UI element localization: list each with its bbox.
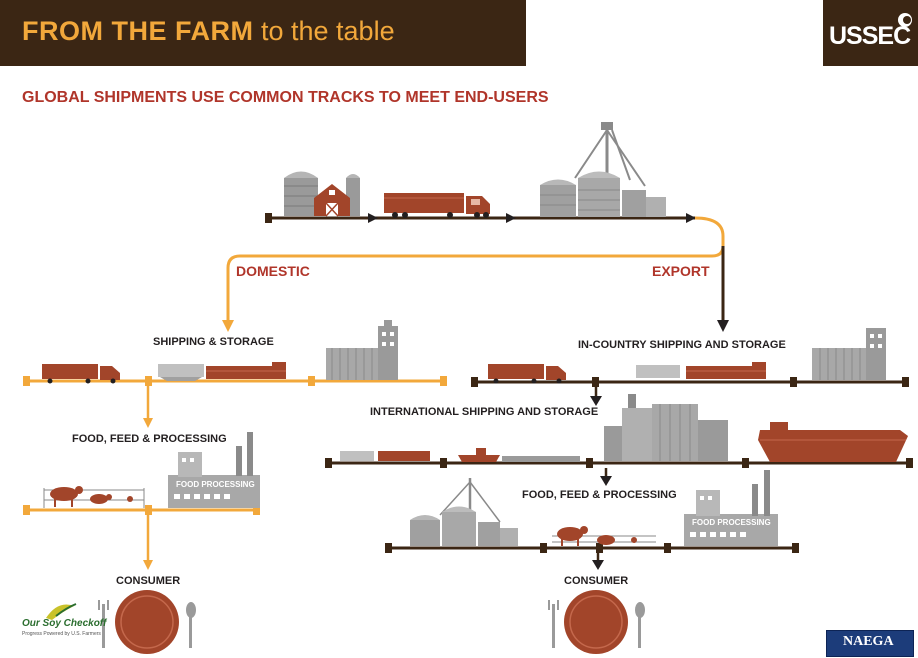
- export-livestock-icon: [552, 526, 656, 546]
- domestic-consumer-label: CONSUMER: [116, 575, 180, 587]
- export-elevator-icon: [812, 328, 886, 380]
- header-title-light: to the table: [253, 16, 395, 46]
- barge-icon: [458, 448, 580, 462]
- domestic-shipping-label: SHIPPING & STORAGE: [153, 336, 274, 348]
- header-title: FROM THE FARM to the table: [22, 16, 395, 47]
- export-processing-connector: [600, 468, 612, 486]
- export-plate-icon: [548, 590, 645, 654]
- domestic-down-connector: [143, 386, 153, 428]
- port-terminal-icon: [604, 394, 728, 461]
- domestic-livestock-icon: [43, 486, 145, 508]
- export-consumer-label: CONSUMER: [564, 575, 628, 587]
- subtitle: GLOBAL SHIPMENTS USE COMMON TRACKS TO ME…: [22, 89, 549, 106]
- domestic-shipping-track: [23, 376, 447, 386]
- grain-elevator-icon: [540, 122, 666, 217]
- export-factory-sign: FOOD PROCESSING: [692, 518, 771, 527]
- export-intl-train-icon: [340, 451, 430, 461]
- export-processing-track: [385, 543, 799, 553]
- checkoff-logo-icon: [46, 603, 77, 620]
- domestic-truck-icon: [42, 364, 120, 384]
- export-factory-icon: FOOD PROCESSING: [684, 470, 778, 546]
- export-truck-icon: [488, 364, 566, 384]
- checkoff-logo-text: Our Soy Checkoff: [22, 618, 107, 629]
- ussec-logo: USSEC: [823, 0, 918, 66]
- export-international-label: INTERNATIONAL SHIPPING AND STORAGE: [370, 406, 598, 418]
- domestic-processing-track: [23, 505, 260, 515]
- domestic-processing-label: FOOD, FEED & PROCESSING: [72, 433, 227, 445]
- semi-truck-icon: [384, 193, 490, 218]
- export-processing-label: FOOD, FEED & PROCESSING: [522, 489, 677, 501]
- export-in-country-track: [471, 377, 909, 387]
- export-train-icon: [636, 362, 766, 379]
- farm-silo-icon: [284, 171, 360, 216]
- barn-icon: [314, 184, 350, 217]
- domestic-plate-icon: [98, 590, 196, 654]
- export-label: EXPORT: [652, 263, 710, 279]
- branch-connector: [222, 216, 729, 332]
- export-in-country-label: IN-COUNTRY SHIPPING AND STORAGE: [578, 339, 786, 351]
- header-title-bold: FROM THE FARM: [22, 16, 254, 46]
- soybean-logo-icon: [898, 13, 912, 27]
- domestic-train-icon: [158, 362, 286, 381]
- export-intl-connector: [590, 387, 602, 406]
- domestic-consumer-connector: [143, 515, 153, 570]
- domestic-elevator-icon: [326, 320, 398, 380]
- domestic-factory-sign: FOOD PROCESSING: [176, 480, 255, 489]
- export-international-track: [325, 458, 913, 468]
- export-consumer-connector: [592, 553, 604, 570]
- naega-logo-text: NAEGA: [843, 634, 894, 649]
- header-bar: FROM THE FARM to the table: [0, 0, 526, 66]
- farm-track: [265, 213, 696, 223]
- naega-logo: NAEGA: [826, 630, 914, 657]
- domestic-factory-icon: FOOD PROCESSING: [168, 432, 260, 508]
- domestic-label: DOMESTIC: [236, 263, 310, 279]
- export-elevator-complex-icon: [410, 478, 518, 546]
- ussec-logo-text: USSEC: [829, 22, 911, 50]
- checkoff-tagline: Progress Powered by U.S. Farmers: [22, 631, 101, 637]
- cargo-ship-icon: [758, 422, 908, 462]
